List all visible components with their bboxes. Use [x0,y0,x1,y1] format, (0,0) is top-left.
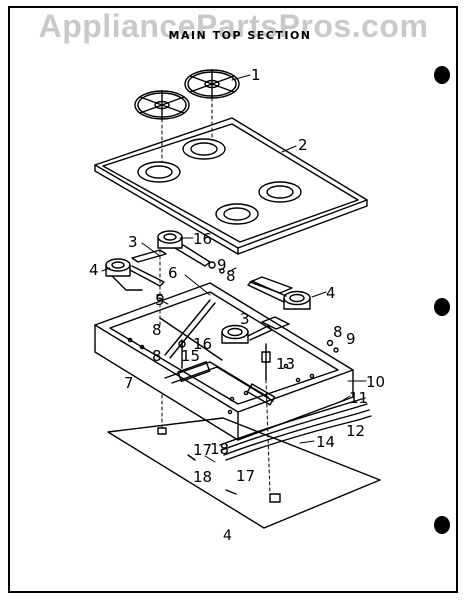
cooktop-burner-openings [137,138,302,225]
callout-4b: 4 [326,284,336,302]
callout-8b: 8 [333,323,343,341]
callout-18: 18 [210,440,229,458]
callout-13: 13 [276,355,295,373]
callout-14: 14 [316,433,335,451]
callout-8c: 8 [152,321,162,339]
burner-right-rear [247,280,311,310]
section-title: MAIN TOP SECTION [168,29,312,42]
diagram-frame [8,6,458,593]
callout-15: 15 [181,347,200,365]
burner-bracket-right [249,276,293,330]
gas-tubes [219,397,372,461]
burner-grate-left [134,90,190,120]
callout-10: 10 [366,373,385,391]
callout-17b: 17 [236,467,255,485]
callout-3: 3 [128,233,138,251]
burner-box [94,282,354,441]
callout-7: 7 [124,374,134,392]
callout-18b: 18 [193,468,212,486]
callout-6: 6 [168,264,178,282]
callout-5: 5 [155,291,165,309]
callout-12: 12 [346,422,365,440]
callout-9b: 9 [346,330,356,348]
callout-3b: 3 [240,310,250,328]
igniter-assembly [156,261,339,381]
callout-16: 16 [193,230,212,248]
binder-hole-top [434,66,450,84]
callout-4: 4 [89,261,99,279]
callout-8: 8 [226,267,236,285]
callout-2: 2 [298,136,308,154]
burner-grate-right [184,69,240,99]
callout-labels: 1 2 3 16 4 9 8 6 5 4 3 8 9 8 16 8 15 13 … [89,66,385,486]
alignment-lines [159,97,271,495]
callout-8d: 8 [152,347,162,365]
cooktop-panel [94,117,368,255]
binder-hole-middle [434,298,450,316]
burner-bracket-left [131,249,167,263]
burner-left-rear [157,230,211,267]
binder-hole-bottom [434,516,450,534]
burner-left-front [105,258,165,291]
burner-right-front [221,324,273,344]
leader-lines [101,74,367,463]
callout-17: 17 [193,441,212,459]
callout-1: 1 [251,66,261,84]
callout-16b: 16 [193,335,212,353]
callout-9: 9 [217,256,227,274]
page-number: 4 [223,528,232,544]
callout-11: 11 [349,389,368,407]
